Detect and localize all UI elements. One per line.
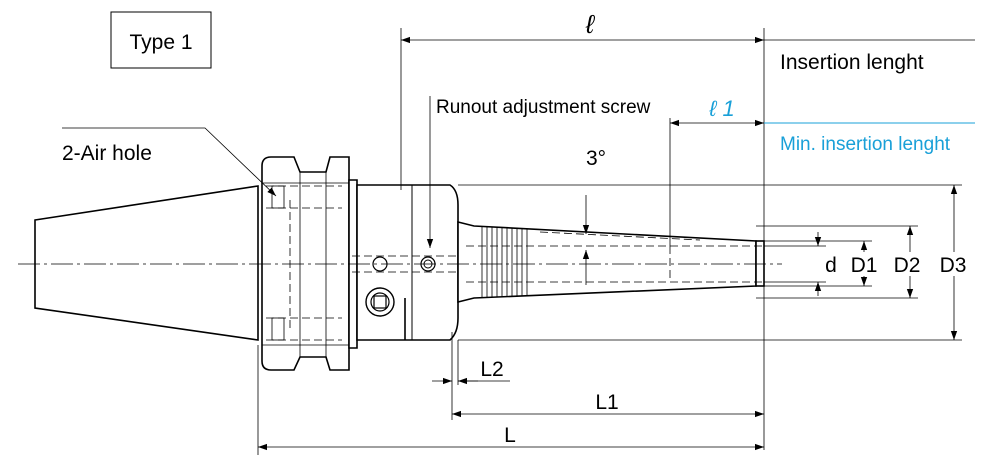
flange (261, 156, 350, 371)
dimension-l-label: ℓ (585, 9, 596, 39)
taper-angle: 3° (539, 147, 701, 285)
dimension-total-l-label: L (504, 424, 516, 447)
dimension-l1: ℓ 1 Min. insertion lenght (669, 96, 975, 246)
dimension-d1-label: D1 (851, 254, 878, 277)
dimension-l1-upper-label: L1 (595, 391, 618, 414)
shrink-fit-nose (457, 220, 765, 304)
type-box: Type 1 (110, 11, 212, 69)
taper-angle-label: 3° (586, 147, 606, 170)
dimension-d2-label: D2 (894, 254, 921, 277)
dimension-l1-label: ℓ 1 (708, 96, 734, 121)
clamp-screw-icon (365, 287, 395, 317)
taper-shank (34, 185, 259, 341)
diameter-dimensions: d D1 D2 D3 (458, 184, 972, 341)
dimension-d3-label: D3 (940, 254, 967, 277)
dimension-l2-label: L2 (480, 358, 503, 381)
type-label: Type 1 (129, 31, 192, 54)
air-hole-callout: 2-Air hole (62, 127, 277, 197)
air-hole-label: 2-Air hole (62, 142, 152, 165)
holder-body (352, 184, 470, 341)
runout-screw-callout: Runout adjustment screw (426, 96, 651, 248)
dimension-d-label: d (825, 254, 837, 277)
min-insertion-length-label: Min. insertion lenght (780, 134, 951, 155)
runout-screw-label: Runout adjustment screw (436, 97, 651, 118)
insertion-length-label: Insertion lenght (780, 51, 924, 74)
dimension-l: ℓ (400, 9, 975, 450)
bottom-dimensions: L2 L1 L (257, 332, 764, 455)
insertion-length-callout: Insertion lenght (780, 51, 924, 74)
